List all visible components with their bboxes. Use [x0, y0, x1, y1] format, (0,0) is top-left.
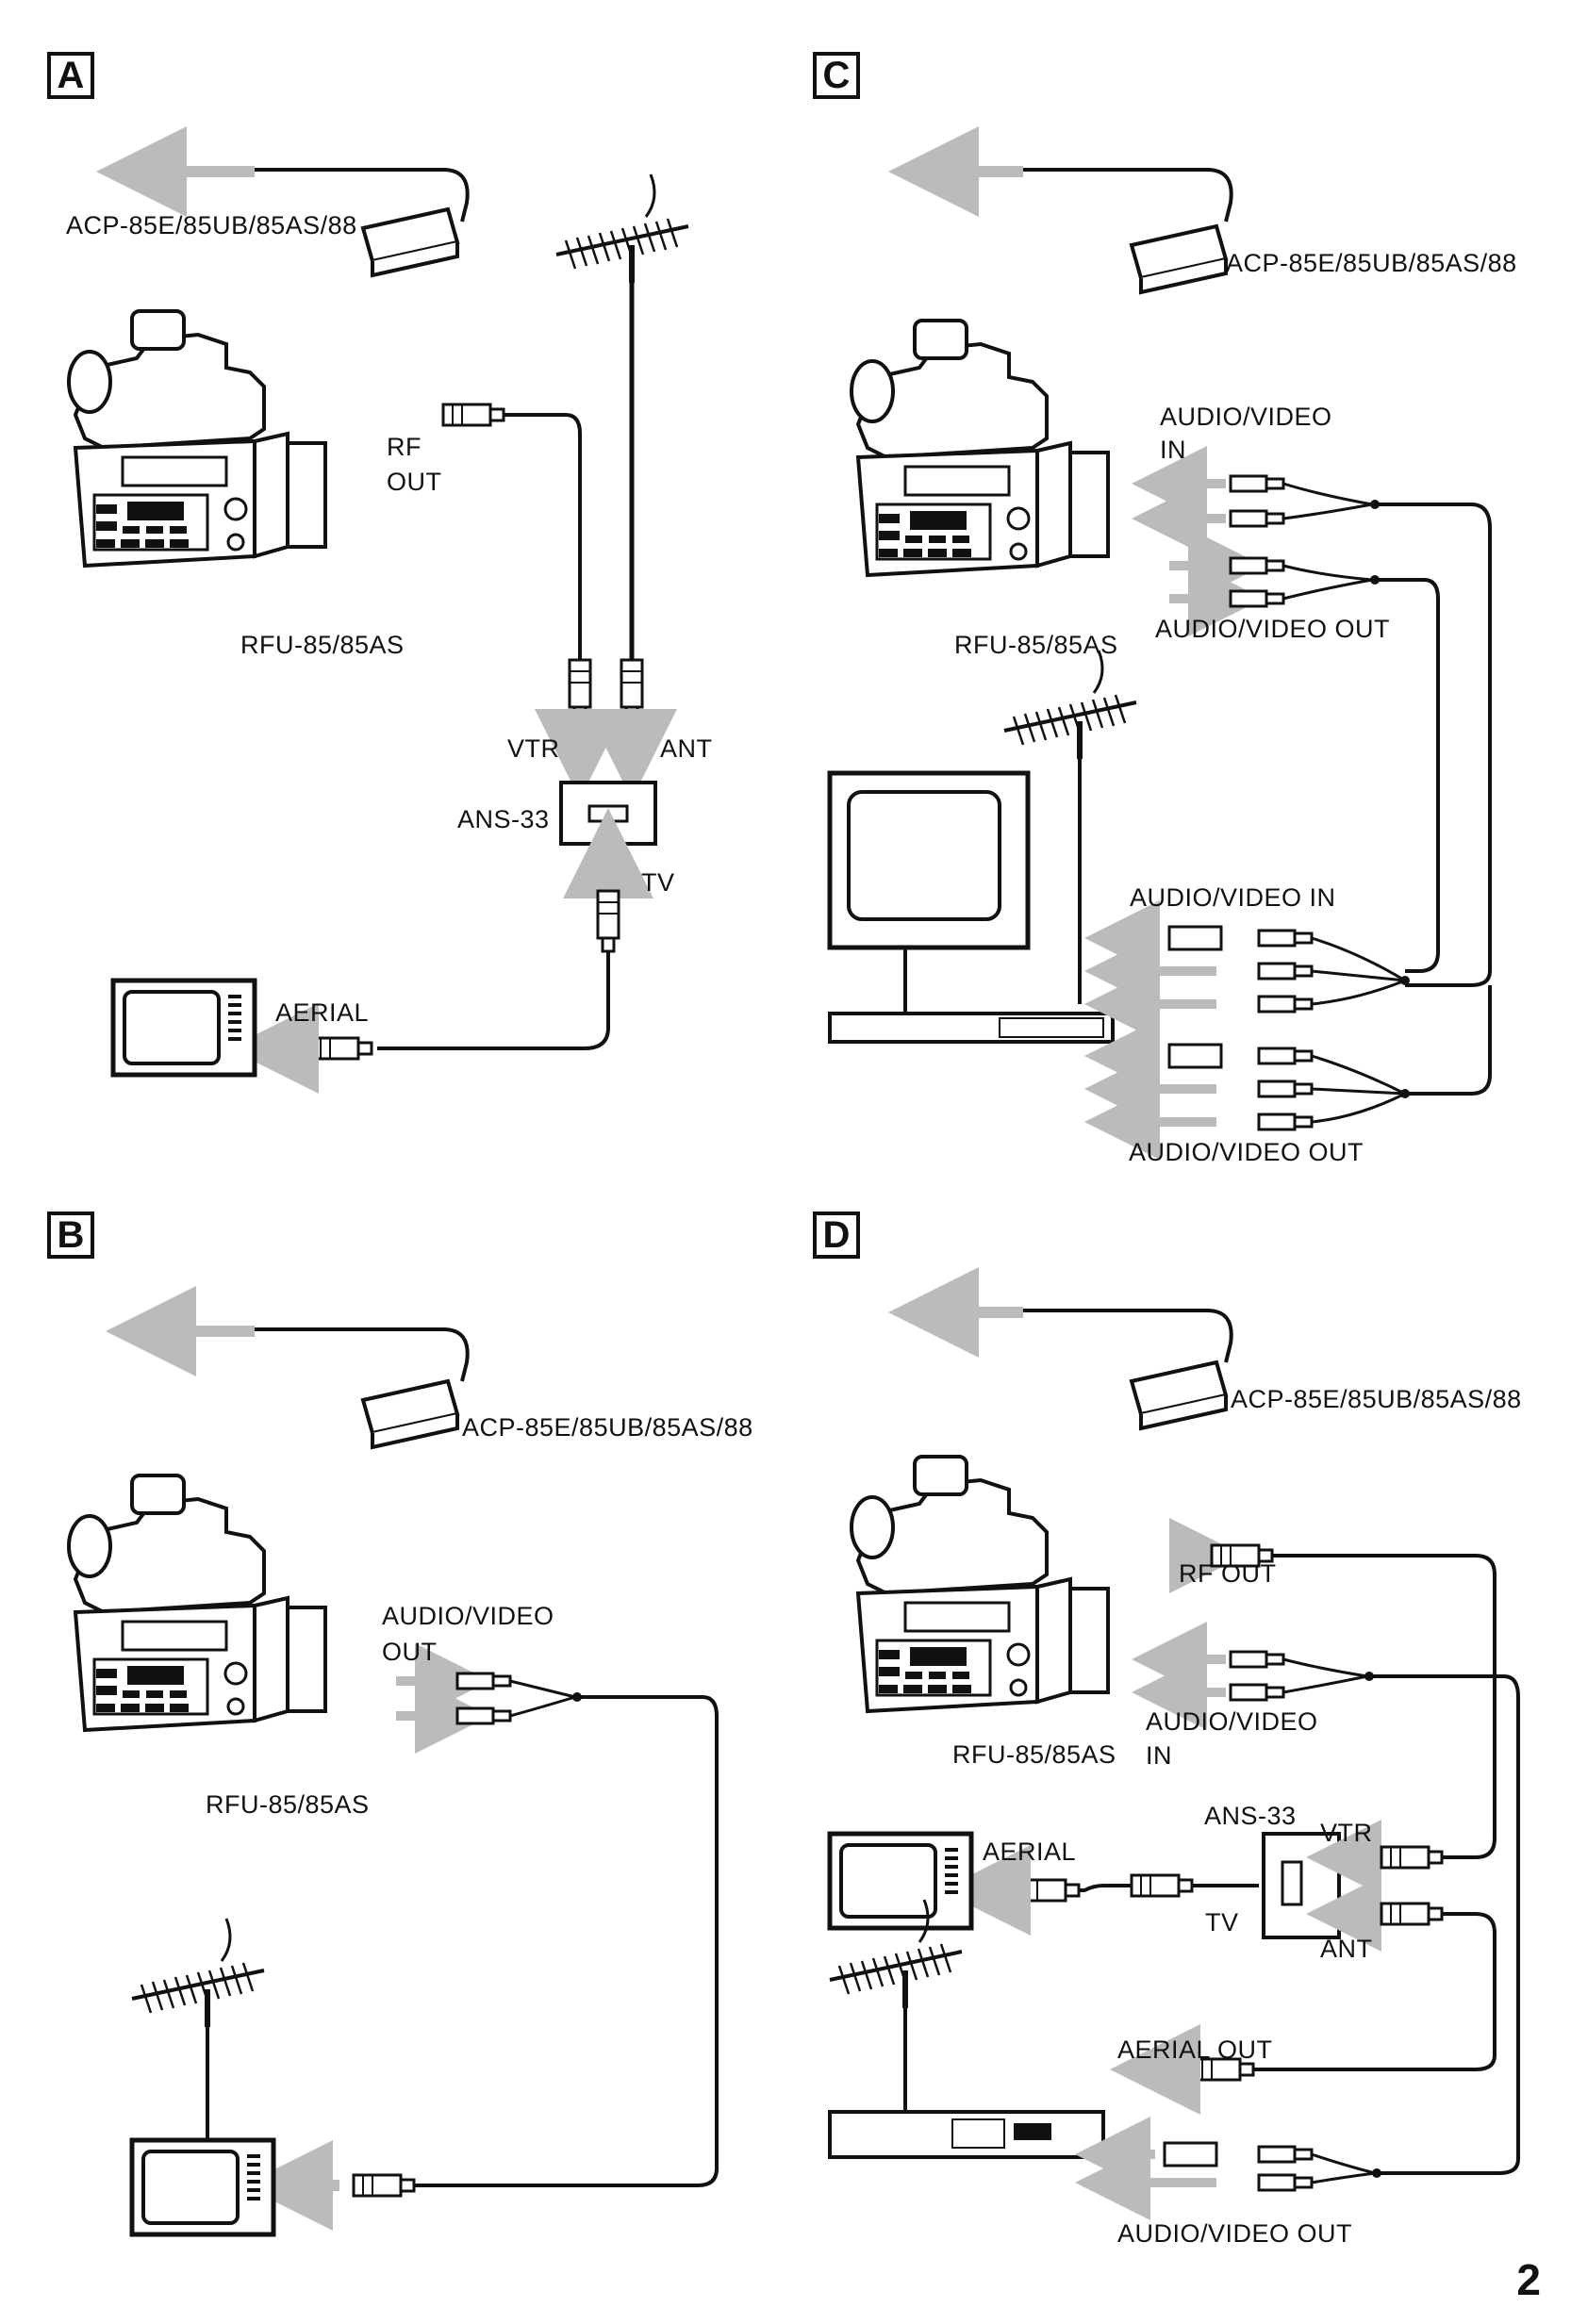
av-in-label-d: AUDIO/VIDEO: [1146, 1707, 1318, 1736]
av-out-label-d: AUDIO/VIDEO OUT: [1117, 2219, 1353, 2248]
rfu-label-c: RFU-85/85AS: [954, 631, 1118, 659]
panel-c-drawing: [827, 126, 1492, 1160]
av-out-tv-label-c: AUDIO/VIDEO OUT: [1129, 1138, 1364, 1166]
panel-label-b: B: [47, 1211, 94, 1259]
out-label-a: OUT: [387, 468, 442, 496]
vtr-label-d: VTR: [1320, 1819, 1373, 1847]
tv-symbol: [113, 981, 255, 1075]
av-in-cam-label-c-2: IN: [1160, 436, 1186, 464]
av-out-label-b-2: OUT: [382, 1638, 438, 1666]
ant-label-d: ANT: [1320, 1935, 1373, 1963]
av-in-tv-label-c: AUDIO/VIDEO IN: [1130, 883, 1336, 912]
ans-label-a: ANS-33: [457, 805, 550, 833]
rf-out-label-d: RF OUT: [1179, 1559, 1277, 1588]
adaptor-label-a: ACP-85E/85UB/85AS/88: [66, 211, 357, 239]
panel-label-a: A: [47, 52, 94, 99]
rfu-label-b: RFU-85/85AS: [206, 1790, 370, 1819]
camcorder-symbol: [67, 309, 327, 568]
av-in-cam-label-c: AUDIO/VIDEO: [1160, 403, 1332, 431]
panel-label-d: D: [813, 1211, 860, 1259]
vtr-label-a: VTR: [507, 734, 560, 763]
ant-label-a: ANT: [660, 734, 713, 763]
av-out-cam-label-c: AUDIO/VIDEO OUT: [1155, 615, 1391, 643]
panel-d-drawing: [830, 1267, 1520, 2220]
av-out-label-b: AUDIO/VIDEO: [382, 1602, 554, 1630]
antenna-symbol: [556, 174, 688, 283]
page-number: 2: [1516, 2255, 1541, 2304]
adaptor-label-d: ACP-85E/85UB/85AS/88: [1231, 1385, 1522, 1413]
aerial-label-a: AERIAL: [275, 998, 370, 1027]
av-in-label-d-2: IN: [1146, 1741, 1172, 1770]
panel-b-drawing: [67, 1286, 719, 2234]
panel-a-drawing: [67, 126, 688, 1094]
adaptor-label-c: ACP-85E/85UB/85AS/88: [1226, 249, 1517, 277]
panel-label-c: C: [813, 52, 860, 99]
aerial-label-d: AERIAL: [983, 1838, 1077, 1866]
rf-label-a: RF: [387, 433, 422, 461]
tv-label-d: TV: [1205, 1908, 1239, 1937]
adaptor-label-b: ACP-85E/85UB/85AS/88: [462, 1413, 753, 1442]
tv-label-a: TV: [641, 868, 675, 897]
rfu-label-a: RFU-85/85AS: [240, 631, 405, 659]
rfu-label-d: RFU-85/85AS: [952, 1740, 1116, 1769]
aerial-out-label-d: AERIAL OUT: [1117, 2036, 1273, 2064]
ans-label-d: ANS-33: [1204, 1802, 1297, 1830]
